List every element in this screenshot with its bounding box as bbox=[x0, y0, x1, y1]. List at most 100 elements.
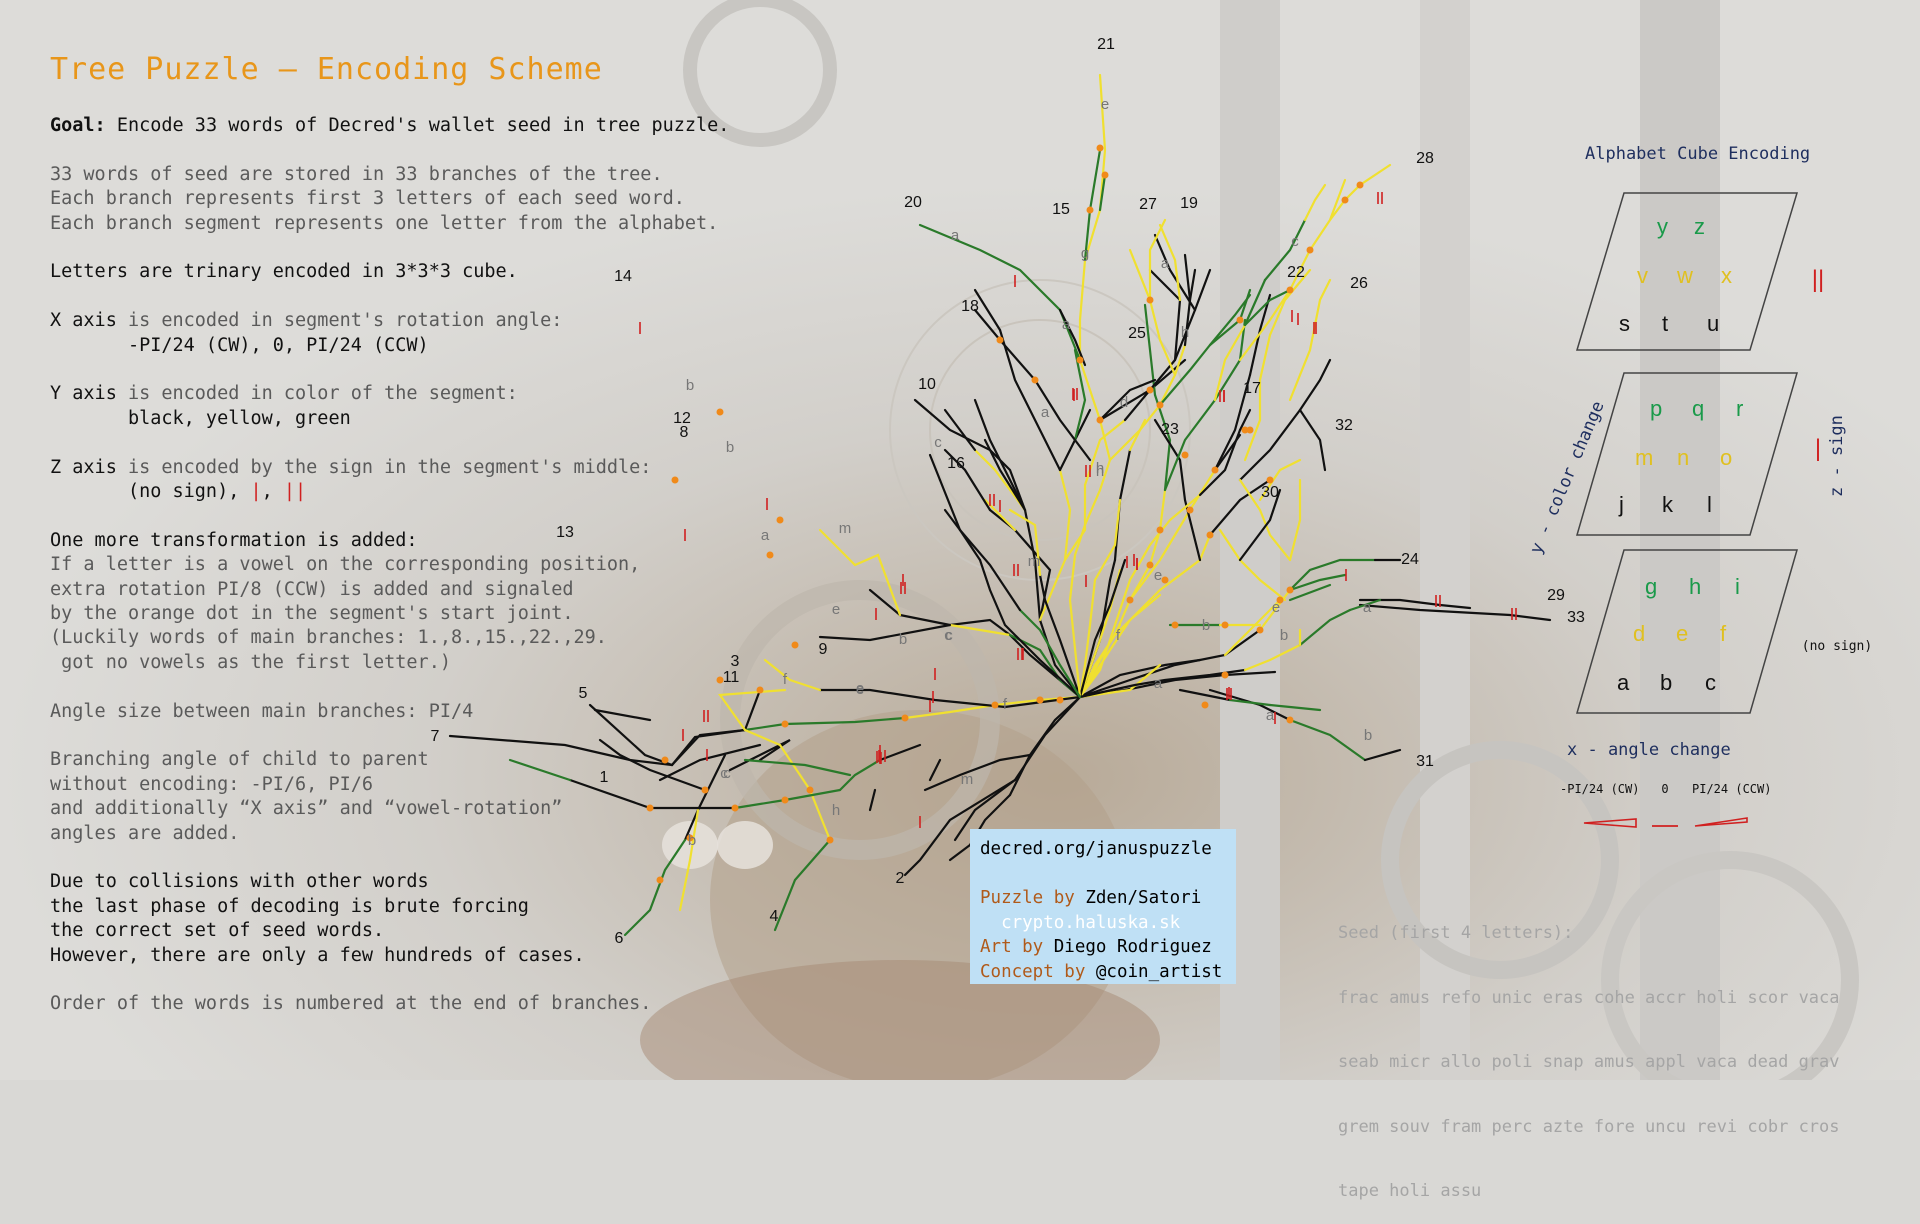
cube-letter: b bbox=[1660, 670, 1672, 695]
tree-segment bbox=[588, 703, 674, 767]
tree-segment bbox=[1363, 748, 1402, 762]
tree-segment bbox=[1268, 703, 1322, 712]
branch-number: 28 bbox=[1416, 150, 1434, 167]
z-sign-single: | bbox=[1815, 435, 1821, 462]
tree-segment bbox=[1078, 628, 1262, 699]
segment-letter: b bbox=[688, 832, 696, 849]
concept-credit: Concept by @coin_artist bbox=[980, 960, 1226, 985]
vowel-joint-dot bbox=[806, 786, 814, 794]
vowel-joint-dot bbox=[671, 476, 679, 484]
vowel-joint-dot bbox=[1031, 376, 1039, 384]
segment-letter: e bbox=[1154, 567, 1162, 584]
tree-segment bbox=[1008, 695, 1082, 797]
vowel-joint-dot bbox=[1241, 426, 1249, 434]
seed-line: seab micr allo poli snap amus appl vaca … bbox=[1338, 1052, 1840, 1072]
tree-segment bbox=[743, 728, 832, 842]
tree-segment bbox=[1238, 163, 1392, 362]
tree-segment bbox=[1238, 488, 1282, 562]
vowel-joint-dot bbox=[661, 756, 669, 764]
tree-segment bbox=[743, 758, 852, 777]
tree-segment bbox=[1148, 218, 1167, 302]
segment-letter: g bbox=[1081, 245, 1089, 262]
vowel-joint-dot bbox=[766, 551, 774, 559]
segment-letter: b bbox=[899, 631, 907, 648]
tree-segment bbox=[1348, 598, 1382, 612]
tree-segment bbox=[1303, 183, 1327, 222]
tree-segment bbox=[1243, 288, 1292, 327]
vowel-joint-dot bbox=[756, 686, 764, 694]
branch-number: 2 bbox=[896, 870, 905, 887]
branch-number: 26 bbox=[1350, 275, 1368, 292]
tree-segment bbox=[1128, 248, 1152, 302]
tree-segment bbox=[868, 588, 902, 617]
tree-segment bbox=[763, 658, 792, 682]
branching-line: angles are added. bbox=[50, 822, 240, 844]
segment-letter: e bbox=[856, 681, 864, 698]
vowel-joint-dot bbox=[1246, 426, 1254, 434]
x-value-cw: -PI/24 (CW) bbox=[1560, 782, 1639, 796]
tree-segment bbox=[1078, 623, 1122, 699]
tree-segment bbox=[1288, 573, 1347, 592]
tree-segment bbox=[1128, 468, 1217, 602]
tree-segment bbox=[717, 688, 787, 732]
vowel-joint-dot bbox=[1171, 621, 1179, 629]
x-value-zero: 0 bbox=[1661, 782, 1668, 796]
segment-letter: b bbox=[1280, 627, 1288, 644]
vowel-joint-dot bbox=[1126, 596, 1134, 604]
segment-letter: d bbox=[1120, 394, 1128, 411]
branch-number: 23 bbox=[1161, 421, 1179, 438]
puzzle-site[interactable]: crypto.haluska.sk bbox=[980, 912, 1181, 933]
puzzle-url[interactable]: decred.org/januspuzzle bbox=[980, 839, 1212, 859]
tree-segment bbox=[1153, 393, 1172, 492]
transformation-heading: One more transformation is added: bbox=[50, 529, 418, 551]
cube-letter: p bbox=[1650, 396, 1662, 421]
vowel-joint-dot bbox=[1146, 296, 1154, 304]
tree-segment bbox=[1188, 268, 1197, 302]
branch-number: 27 bbox=[1139, 196, 1157, 213]
branch-number: 18 bbox=[961, 298, 979, 315]
tree-segment bbox=[1208, 293, 1252, 347]
collisions-line: Due to collisions with other words bbox=[50, 871, 429, 893]
cube-letter: c bbox=[1705, 670, 1716, 695]
segment-letter: a bbox=[1154, 675, 1163, 692]
vowel-joint-dot bbox=[1221, 621, 1229, 629]
tree-segment bbox=[1018, 608, 1082, 699]
concept-author: @coin_artist bbox=[1085, 961, 1223, 982]
tree-segment bbox=[623, 838, 687, 937]
cube-letter: x bbox=[1721, 263, 1732, 288]
goal-text: Encode 33 words of Decred's wallet seed … bbox=[105, 115, 730, 136]
tree-segment bbox=[1098, 378, 1157, 422]
segment-letter: c bbox=[723, 765, 731, 782]
tree-segment bbox=[1228, 698, 1272, 707]
tree-segment bbox=[928, 758, 942, 782]
collisions-line: the last phase of decoding is brute forc… bbox=[50, 895, 529, 917]
tree-segment bbox=[1158, 223, 1182, 302]
vowel-joint-dot bbox=[1036, 696, 1044, 704]
transformation-line: (Luckily words of main branches: 1.,8.,1… bbox=[50, 627, 607, 649]
tree-segment bbox=[1263, 218, 1307, 282]
branch-number: 33 bbox=[1567, 609, 1585, 626]
z-sign-marks bbox=[639, 192, 1517, 828]
branch-number: 31 bbox=[1416, 753, 1434, 770]
x-axis-values: -PI/24 (CW), 0, PI/24 (CCW) bbox=[50, 334, 429, 356]
tree-segment bbox=[818, 688, 1082, 709]
tree-segment bbox=[953, 778, 1017, 842]
tree-segment bbox=[593, 708, 652, 722]
vowel-joint-dot bbox=[996, 336, 1004, 344]
branch-number: 3 bbox=[731, 653, 740, 670]
vowel-joint-dot bbox=[1156, 526, 1164, 534]
tree-segment bbox=[1148, 298, 1177, 377]
cube-letter: t bbox=[1662, 311, 1668, 336]
tree-segment bbox=[948, 623, 1012, 637]
tree-segment bbox=[1038, 468, 1072, 622]
transformation-line: got no vowels as the first letter.) bbox=[50, 651, 451, 673]
tree-segment bbox=[1113, 448, 1132, 562]
tree-segment bbox=[918, 223, 1082, 362]
vowel-joint-dot bbox=[716, 676, 724, 684]
cube-layer-middle bbox=[1576, 372, 1798, 536]
angle-size: Angle size between main branches: PI/4 bbox=[50, 700, 474, 722]
tree-segment bbox=[773, 838, 832, 932]
art-by-label: Art by bbox=[980, 937, 1044, 957]
goal-line: Goal: Encode 33 words of Decred's wallet… bbox=[50, 114, 770, 138]
z-axis-values: (no sign), |, || bbox=[50, 480, 770, 504]
